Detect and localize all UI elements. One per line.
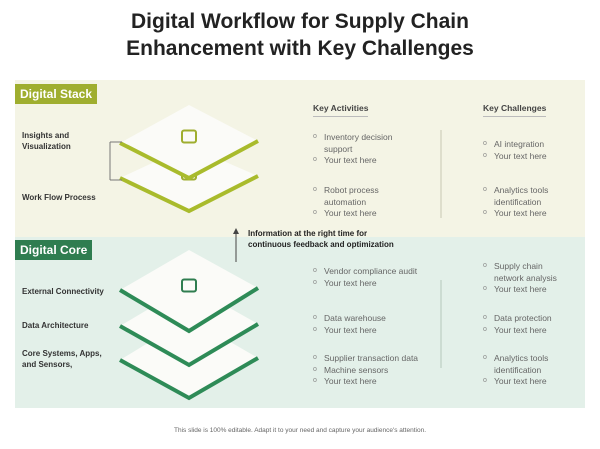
key-activities-header: Key Activities [313, 103, 369, 117]
layer-label-insights: Insights and Visualization [22, 130, 71, 152]
bullet-item: Your text here [483, 207, 600, 220]
bullet-item: Your text here [483, 150, 600, 163]
bullet-item: Your text here [483, 324, 600, 337]
bullet-item: Robot process [313, 184, 438, 197]
layer-edge [119, 139, 259, 181]
activities-group: Data warehouseYour text here [313, 312, 438, 337]
bullet-item: Supply chain [483, 260, 600, 273]
layer-edge [119, 174, 259, 214]
layer-label-core-systems: Core Systems, Apps, and Sensors, [22, 348, 102, 370]
bullet-item: Analytics tools [483, 352, 600, 365]
activities-group: Inventory decisionsupportYour text here [313, 131, 438, 167]
bullet-item: support [324, 143, 353, 154]
label-line: Core Systems, Apps, [22, 349, 102, 358]
bullet-item: Your text here [313, 207, 438, 220]
bullet-item: Your text here [313, 277, 438, 290]
bullet-item: identification [494, 364, 542, 375]
title-line-1: Digital Workflow for Supply Chain [131, 10, 469, 33]
layer-edge [119, 356, 260, 401]
feedback-info-text: Information at the right time for contin… [248, 228, 394, 250]
bullet-item: Machine sensors [313, 364, 438, 377]
up-arrow-icon [233, 228, 239, 234]
label-line: and Sensors, [22, 360, 73, 369]
challenges-group: Analytics toolsidentificationYour text h… [483, 352, 600, 388]
bullet-item: AI integration [483, 138, 600, 151]
key-challenges-header: Key Challenges [483, 103, 547, 117]
info-line: continuous feedback and optimization [248, 240, 394, 249]
label-line: Insights and [22, 131, 70, 140]
title-line-2: Enhancement with Key Challenges [126, 37, 474, 60]
bullet-item: Supplier transaction data [313, 352, 438, 365]
layer-plate [120, 105, 258, 176]
layer-label-workflow: Work Flow Process [22, 193, 96, 202]
footer-note: This slide is 100% editable. Adapt it to… [173, 427, 426, 434]
network-icon [181, 278, 197, 293]
slide-title: Digital Workflow for Supply Chain Enhanc… [0, 8, 600, 62]
info-line: Information at the right time for [248, 229, 368, 238]
bullet-item: Your text here [313, 154, 438, 167]
bullet-item: Your text here [483, 375, 600, 388]
activities-group: Vendor compliance auditYour text here [313, 265, 438, 290]
monitor-chart-icon [181, 129, 197, 144]
challenges-group: Data protectionYour text here [483, 312, 600, 337]
challenges-group: AI integrationYour text here [483, 138, 600, 163]
activities-group: Supplier transaction dataMachine sensors… [313, 352, 438, 388]
bullet-item: Your text here [313, 324, 438, 337]
bullet-item: Data warehouse [313, 312, 438, 325]
layer-edge [119, 322, 260, 368]
layer-label-external-connectivity: External Connectivity [22, 287, 104, 296]
layer-edge [118, 286, 260, 334]
bullet-item: Inventory decision [313, 131, 438, 144]
bullet-item: Your text here [483, 283, 600, 296]
bullet-item: Vendor compliance audit [313, 265, 438, 278]
challenges-group: Analytics toolsidentificationYour text h… [483, 184, 600, 220]
bullet-item: Data protection [483, 312, 600, 325]
bullet-item: identification [494, 196, 542, 207]
digital-core-label: Digital Core [15, 240, 93, 260]
activities-group: Robot processautomationYour text here [313, 184, 438, 220]
bullet-item: network analysis [494, 272, 557, 283]
bullet-item: Analytics tools [483, 184, 600, 197]
digital-stack-label: Digital Stack [15, 84, 98, 104]
bullet-item: Your text here [313, 375, 438, 388]
layer-label-data-architecture: Data Architecture [22, 321, 89, 330]
bullet-item: automation [324, 196, 367, 207]
label-line: Visualization [22, 142, 71, 151]
